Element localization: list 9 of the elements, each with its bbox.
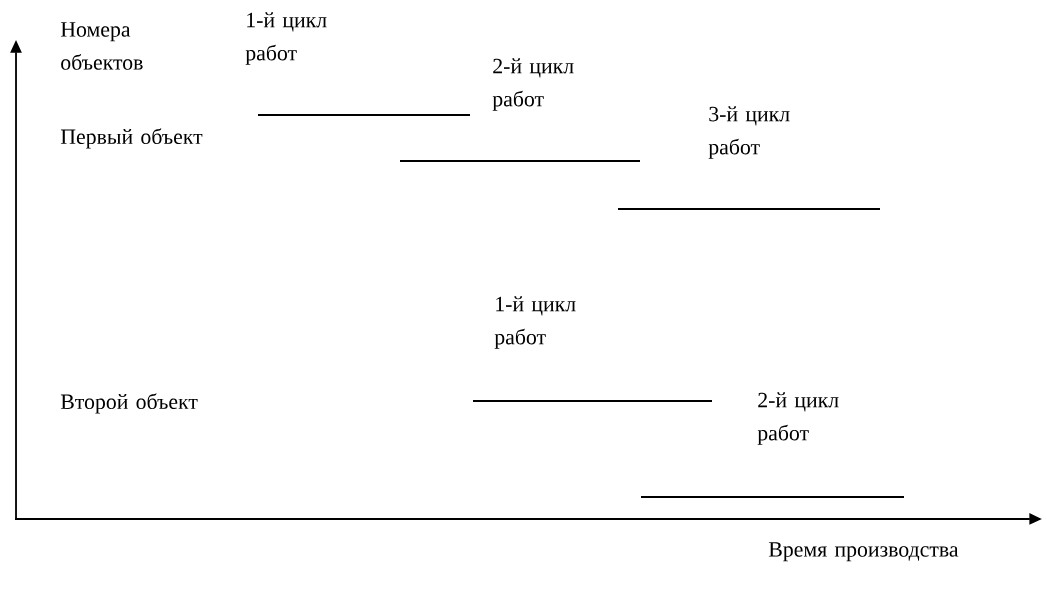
bar-label: 1-й цикл работ (494, 296, 576, 349)
axis-label: Время производства (768, 542, 959, 562)
bar-label: 3-й цикл работ (708, 106, 790, 159)
bar-label: 1-й цикл работ (245, 12, 327, 65)
axis-label: Первый объект (60, 128, 203, 149)
bar-label: 2-й цикл работ (757, 392, 839, 445)
axis-label: Номера объектов (60, 22, 143, 70)
bar-label: 2-й цикл работ (492, 58, 574, 111)
axis-label: Второй объект (60, 393, 198, 414)
